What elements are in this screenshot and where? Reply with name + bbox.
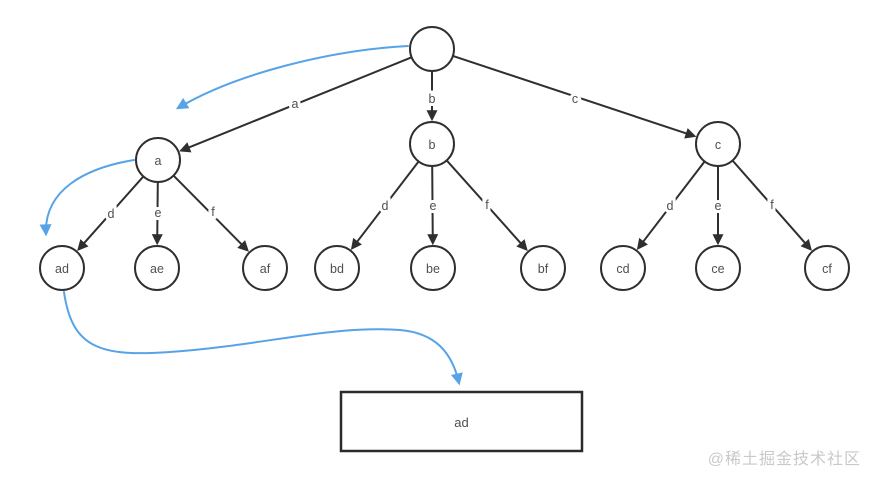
- traversal-arrow-root-to-a: [175, 45, 409, 110]
- edge-c-cd: [636, 160, 706, 250]
- result-box: ad: [339, 390, 584, 453]
- edge-label-root-b: b: [429, 92, 436, 106]
- tree-node-circle-c: [695, 121, 741, 167]
- tree-node-label-a: a: [155, 154, 162, 168]
- tree-node-label-be: be: [426, 262, 440, 276]
- tree-node-label-ce: ce: [711, 262, 724, 276]
- tree-node-root: [409, 26, 455, 72]
- edge-root-c: [452, 54, 697, 139]
- edge-root-a: [179, 56, 412, 153]
- tree-node-b: b: [409, 121, 455, 167]
- tree-node-be: be: [410, 245, 456, 291]
- tree-node-bf: bf: [520, 245, 566, 291]
- tree-node-label-af: af: [260, 262, 271, 276]
- tree-node-circle-ce: [695, 245, 741, 291]
- tree-node-label-bf: bf: [538, 262, 549, 276]
- edge-c-cf: [731, 159, 812, 251]
- tree-node-label-c: c: [715, 138, 721, 152]
- tree-node-label-ae: ae: [150, 262, 164, 276]
- tree-node-cd: cd: [600, 245, 646, 291]
- tree-node-cf: cf: [804, 245, 850, 291]
- edge-b-be: [427, 165, 439, 246]
- edge-label-c-ce: e: [715, 199, 722, 213]
- tree-node-a: a: [135, 137, 181, 183]
- edge-label-b-bd: d: [382, 199, 389, 213]
- result-box-label: ad: [454, 415, 468, 430]
- tree-node-circle-cf: [804, 245, 850, 291]
- edge-a-ae: [151, 181, 163, 246]
- tree-node-circle-b: [409, 121, 455, 167]
- edge-label-b-bf: f: [485, 198, 489, 212]
- traversal-arrow-ad-to-result: [63, 291, 463, 386]
- edge-label-root-a: a: [292, 97, 299, 111]
- traversal-arrow-a-to-ad: [39, 159, 135, 237]
- edge-label-b-be: e: [430, 199, 437, 213]
- tree-node-circle-cd: [600, 245, 646, 291]
- tree-node-circle-ae: [134, 245, 180, 291]
- tree-node-label-bd: bd: [330, 262, 344, 276]
- result-box-rect: [339, 390, 584, 453]
- edge-label-a-af: f: [211, 205, 215, 219]
- tree-node-label-b: b: [429, 138, 436, 152]
- tree-node-circle-root: [409, 26, 455, 72]
- tree-node-circle-af: [242, 245, 288, 291]
- tree-node-circle-ad: [39, 245, 85, 291]
- tree-node-circle-bd: [314, 245, 360, 291]
- edge-a-af: [172, 174, 249, 252]
- edge-a-ad: [77, 175, 145, 251]
- tree-node-label-cd: cd: [616, 262, 629, 276]
- tree-node-ce: ce: [695, 245, 741, 291]
- tree-node-circle-a: [135, 137, 181, 183]
- edge-label-root-c: c: [572, 92, 578, 106]
- tree-node-label-ad: ad: [55, 262, 69, 276]
- edge-label-a-ad: d: [108, 207, 115, 221]
- tree-node-bd: bd: [314, 245, 360, 291]
- edge-label-a-ae: e: [155, 206, 162, 220]
- tree-node-circle-bf: [520, 245, 566, 291]
- tree-node-ad: ad: [39, 245, 85, 291]
- edge-label-c-cd: d: [667, 199, 674, 213]
- edge-b-bd: [350, 160, 420, 250]
- tree-node-circle-be: [410, 245, 456, 291]
- juejin-watermark: @稀土掘金技术社区: [707, 451, 861, 468]
- tree-node-c: c: [695, 121, 741, 167]
- edge-b-bf: [445, 159, 528, 252]
- tree-node-label-cf: cf: [822, 262, 832, 276]
- tree-node-af: af: [242, 245, 288, 291]
- edge-label-c-cf: f: [770, 198, 774, 212]
- tree-node-ae: ae: [134, 245, 180, 291]
